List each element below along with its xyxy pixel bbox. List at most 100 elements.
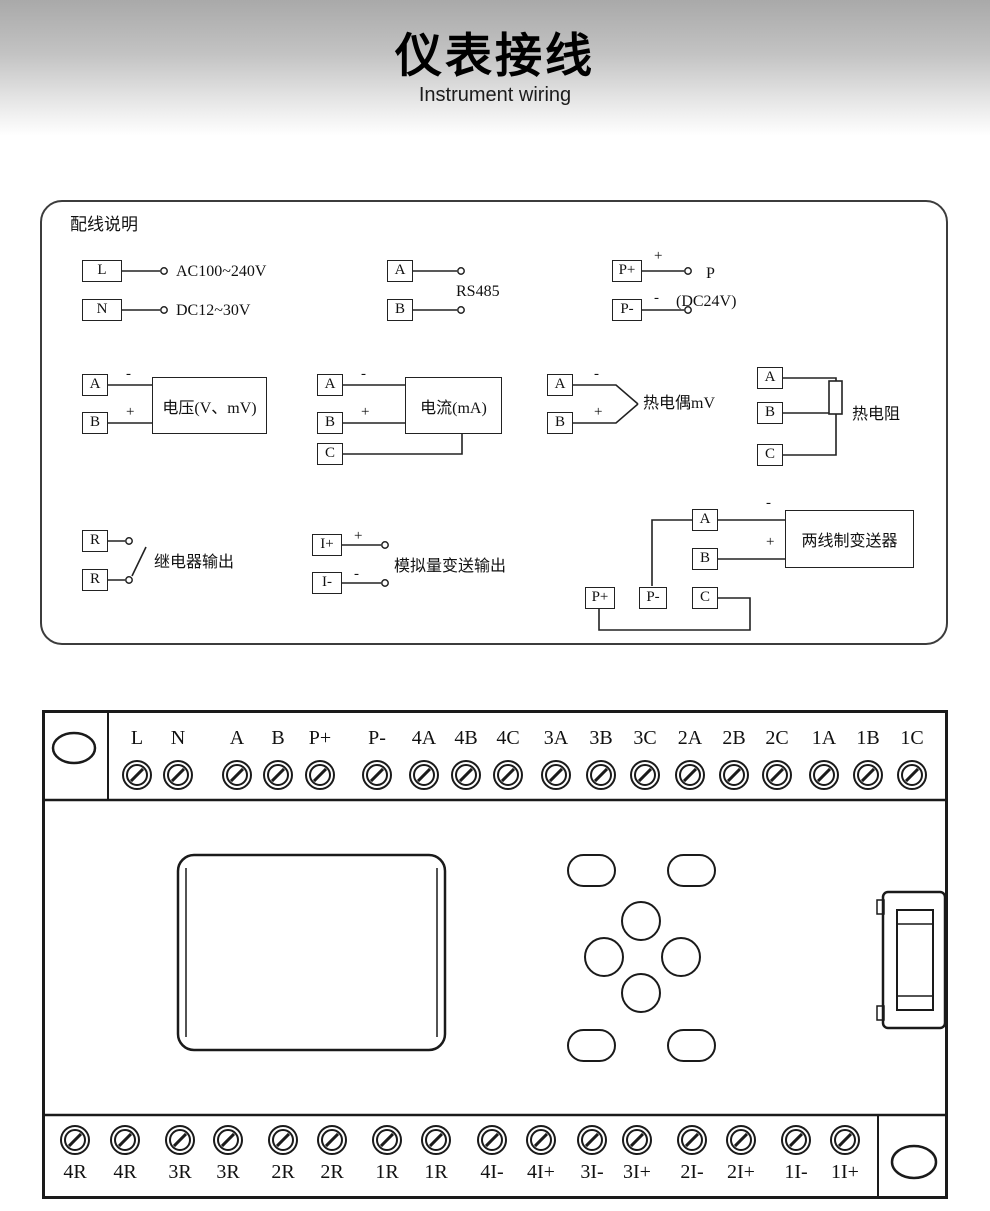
terminal-label-top-17: 1C	[900, 727, 924, 749]
analog-out-label: 模拟量变送输出	[394, 558, 507, 575]
terminal-box-voltage-b: B	[82, 412, 108, 434]
wiring-legend-panel: 配线说明 L N AC100~240V DC12~30V A B RS485 P…	[40, 200, 948, 645]
terminal-label-top-12: 2A	[677, 727, 703, 749]
supply-plus-sign: +	[654, 248, 663, 264]
page-subtitle: Instrument wiring	[418, 83, 572, 106]
supply-minus-sign: -	[654, 290, 659, 306]
terminal-screw-top-10	[586, 760, 616, 790]
transmitter-minus-sign: -	[766, 495, 771, 511]
supply-voltage-label: (DC24V)	[676, 293, 737, 310]
terminal-screw-bottom-15	[830, 1125, 860, 1155]
terminal-screw-top-15	[809, 760, 839, 790]
terminal-label-bottom-0: 4R	[63, 1161, 87, 1183]
terminal-screw-bottom-11	[622, 1125, 652, 1155]
terminal-box-tx-pplus: P+	[585, 587, 615, 609]
terminal-label-bottom-2: 3R	[168, 1161, 192, 1183]
terminal-screw-bottom-10	[577, 1125, 607, 1155]
terminal-box-iminus: I-	[312, 572, 342, 594]
terminal-label-top-14: 2C	[765, 727, 789, 749]
analog-minus-sign: -	[354, 566, 359, 582]
terminal-label-top-13: 2B	[722, 727, 746, 749]
terminal-screw-top-17	[897, 760, 927, 790]
current-minus-sign: -	[361, 366, 366, 382]
terminal-label-top-10: 3B	[589, 727, 613, 749]
terminal-label-top-2: A	[229, 727, 245, 749]
terminal-label-top-5: P-	[368, 727, 386, 749]
terminal-label-bottom-6: 1R	[375, 1161, 399, 1183]
terminal-label-top-4: P+	[308, 727, 332, 749]
terminal-box-pplus: P+	[612, 260, 642, 282]
terminal-box-tx-a: A	[692, 509, 718, 531]
terminal-screw-top-12	[675, 760, 705, 790]
terminal-screw-bottom-12	[677, 1125, 707, 1155]
terminal-box-rtd-a: A	[757, 367, 783, 389]
voltage-input-box: 电压(V、mV)	[152, 377, 267, 434]
terminal-label-bottom-7: 1R	[424, 1161, 448, 1183]
supply-p-label: P	[706, 265, 715, 282]
terminal-screw-bottom-8	[477, 1125, 507, 1155]
terminal-box-tx-pminus: P-	[639, 587, 667, 609]
terminal-label-bottom-9: 4I+	[527, 1161, 555, 1183]
terminal-label-bottom-5: 2R	[320, 1161, 344, 1183]
terminal-screw-bottom-9	[526, 1125, 556, 1155]
terminal-screw-top-2	[222, 760, 252, 790]
terminal-block-outline-drawing	[42, 710, 948, 1199]
terminal-label-bottom-8: 4I-	[480, 1161, 504, 1183]
terminal-screw-bottom-6	[372, 1125, 402, 1155]
terminal-screw-bottom-0	[60, 1125, 90, 1155]
terminal-screw-bottom-4	[268, 1125, 298, 1155]
terminal-box-relay-r2: R	[82, 569, 108, 591]
terminal-screw-top-8	[493, 760, 523, 790]
terminal-box-L: L	[82, 260, 122, 282]
panel-title: 配线说明	[70, 215, 138, 234]
voltage-minus-sign: -	[126, 366, 131, 382]
rs485-label: RS485	[456, 283, 500, 300]
terminal-label-bottom-4: 2R	[271, 1161, 295, 1183]
terminal-label-bottom-1: 4R	[113, 1161, 137, 1183]
current-plus-sign: +	[361, 404, 370, 420]
terminal-box-pminus: P-	[612, 299, 642, 321]
terminal-box-rs485-a: A	[387, 260, 413, 282]
power-dc-label: DC12~30V	[176, 302, 251, 319]
terminal-label-top-7: 4B	[454, 727, 478, 749]
terminal-screw-bottom-3	[213, 1125, 243, 1155]
terminal-label-top-15: 1A	[811, 727, 837, 749]
transmitter-box: 两线制变送器	[785, 510, 914, 568]
terminal-screw-top-0	[122, 760, 152, 790]
terminal-label-top-8: 4C	[496, 727, 520, 749]
header-banner: 仪表接线 Instrument wiring	[0, 0, 990, 136]
terminal-box-rtd-c: C	[757, 444, 783, 466]
terminal-label-bottom-12: 2I-	[680, 1161, 704, 1183]
terminal-screw-top-4	[305, 760, 335, 790]
terminal-screw-top-5	[362, 760, 392, 790]
terminal-box-tc-a: A	[547, 374, 573, 396]
terminal-label-bottom-3: 3R	[216, 1161, 240, 1183]
terminal-screw-top-7	[451, 760, 481, 790]
terminal-box-current-b: B	[317, 412, 343, 434]
terminal-screw-bottom-13	[726, 1125, 756, 1155]
current-input-box: 电流(mA)	[405, 377, 502, 434]
terminal-screw-top-3	[263, 760, 293, 790]
tc-minus-sign: -	[594, 366, 599, 382]
power-ac-label: AC100~240V	[176, 263, 267, 280]
voltage-plus-sign: +	[126, 404, 135, 420]
relay-label: 继电器输出	[154, 554, 235, 571]
transmitter-plus-sign: +	[766, 534, 775, 550]
terminal-box-rs485-b: B	[387, 299, 413, 321]
terminal-label-bottom-10: 3I-	[580, 1161, 604, 1183]
analog-plus-sign: +	[354, 528, 363, 544]
terminal-screw-top-9	[541, 760, 571, 790]
terminal-screw-top-6	[409, 760, 439, 790]
terminal-screw-bottom-14	[781, 1125, 811, 1155]
terminal-screw-bottom-7	[421, 1125, 451, 1155]
terminal-label-top-11: 3C	[633, 727, 657, 749]
terminal-box-tx-c: C	[692, 587, 718, 609]
terminal-label-top-1: N	[170, 727, 186, 749]
terminal-label-top-0: L	[130, 727, 144, 749]
terminal-box-tc-b: B	[547, 412, 573, 434]
tc-plus-sign: +	[594, 404, 603, 420]
terminal-label-bottom-13: 2I+	[727, 1161, 755, 1183]
terminal-box-N: N	[82, 299, 122, 321]
